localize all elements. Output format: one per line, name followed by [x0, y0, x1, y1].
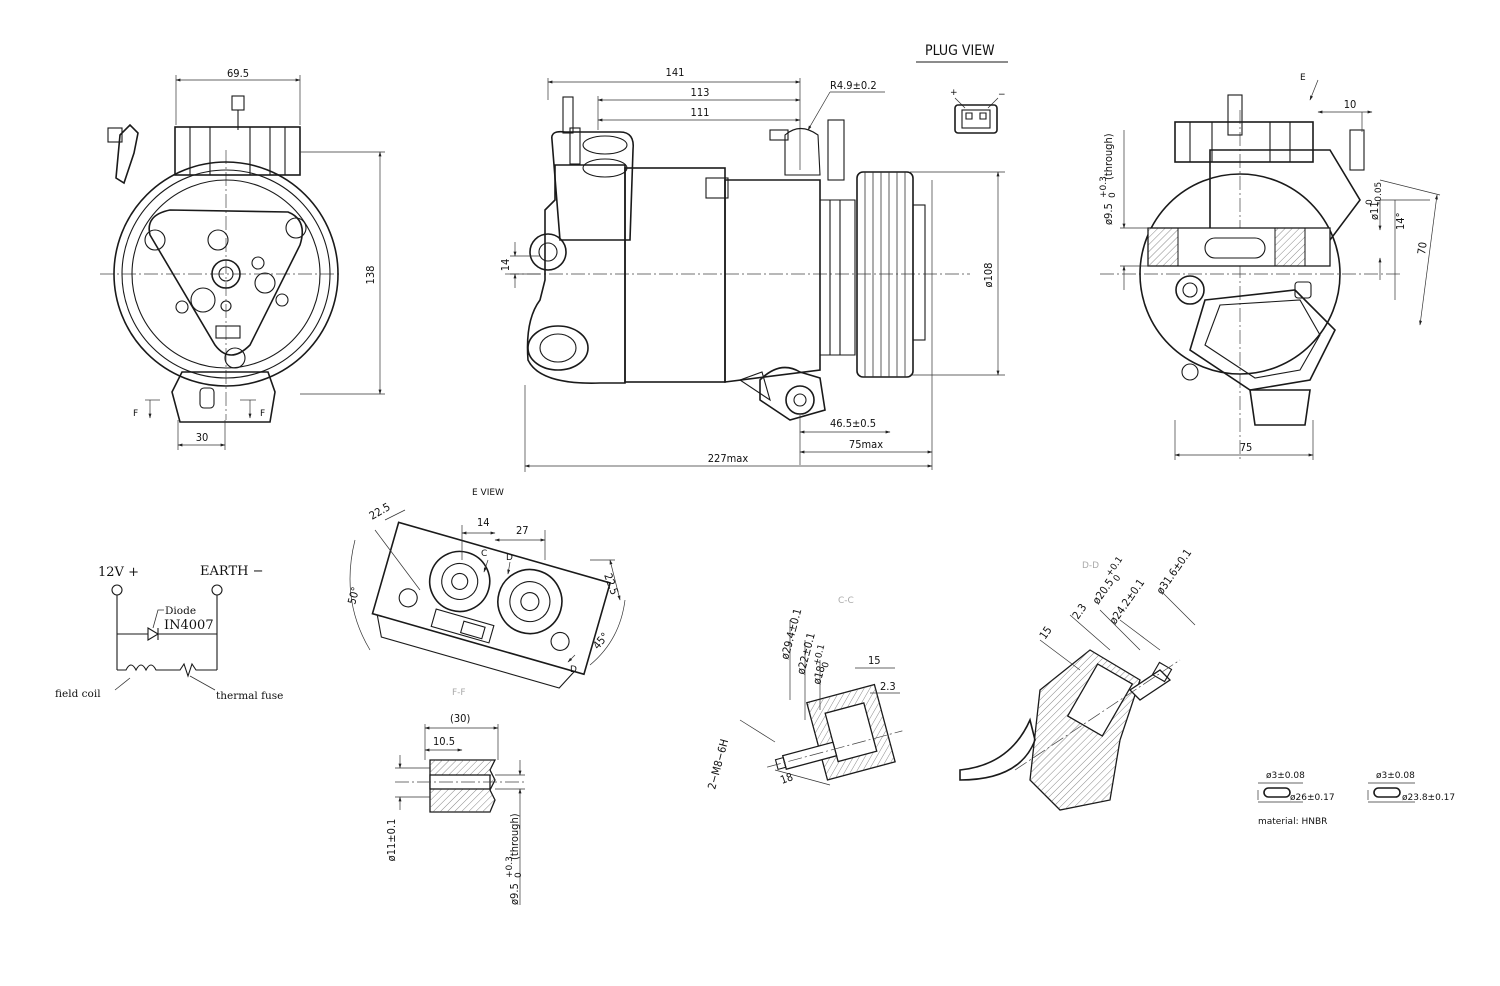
dim-10: 10 — [1344, 98, 1357, 111]
front-view: 69.5 138 F — [100, 67, 385, 450]
cc-18b: 18 — [779, 770, 795, 787]
mark-f-right: F — [260, 409, 265, 419]
dd-31-6: ø31.6±0.1 — [1154, 547, 1195, 597]
o-rings: ø3±0.08 ø26±0.17 ø3±0.08 ø23.8±0.17 mate… — [1257, 771, 1455, 827]
title-e-view: E VIEW — [472, 488, 504, 498]
ev-27: 27 — [516, 524, 529, 537]
dd-20-5-tol-lo: 0 — [1112, 573, 1124, 584]
ff-10-5: 10.5 — [433, 735, 455, 748]
dim-227max: 227max — [708, 452, 749, 465]
cc-18-tol-lo: 0 — [821, 661, 832, 669]
elec-in4007: IN4007 — [164, 618, 214, 633]
elec-thermal-fuse: thermal fuse — [216, 690, 283, 702]
dim-r4-9: R4.9±0.2 — [830, 79, 877, 92]
elec-earth: EARTH − — [200, 564, 263, 579]
oring-material: material: HNBR — [1258, 817, 1327, 827]
oring1-26: ø26±0.17 — [1290, 793, 1335, 803]
ev-d1: D — [506, 553, 513, 563]
rear-view: E 10 ø9.5 +0.3 0 (through) ø11 0 -0.05 1… — [1099, 73, 1441, 460]
dim-14deg: 14° — [1394, 212, 1407, 230]
ev-14: 14 — [477, 516, 490, 529]
dim-11-0-tol-up: 0 — [1365, 199, 1375, 205]
ev-45deg: 45° — [590, 630, 611, 652]
dim-138: 138 — [364, 266, 377, 285]
mark-f-left: F — [133, 409, 138, 419]
section-d-d: D-D 15 2.3 ø20.5 +0.1 0 ø24.2±0.1 ø31.6±… — [959, 547, 1196, 811]
dim-9-5-top-tol-up: +0.3 — [1099, 176, 1109, 198]
section-c-c: C-C ø29.4±0.1 ø22±0.1 ø18 +0.1 0 15 2.3 … — [705, 596, 903, 791]
dim-113: 113 — [691, 86, 710, 99]
cc-m8: 2−M8−6H — [705, 738, 731, 791]
ev-50deg: 50° — [345, 585, 362, 605]
dim-9-5-top-tol-lo: 0 — [1108, 192, 1118, 198]
dim-9-5-top: ø9.5 — [1102, 203, 1115, 225]
dim-75: 75 — [1240, 441, 1253, 454]
dd-15: 15 — [1037, 624, 1055, 642]
ev-d2: D — [570, 665, 577, 675]
title-f-f: F-F — [452, 688, 466, 698]
dd-2-3: 2.3 — [1070, 601, 1090, 621]
ff-9-5-suffix: (through) — [508, 813, 521, 860]
ff-9-5-tol-lo: 0 — [514, 872, 524, 878]
dim-46-5: 46.5±0.5 — [830, 417, 876, 430]
dim-30: 30 — [196, 431, 209, 444]
cc-2-3: 2.3 — [880, 680, 896, 693]
oring2-23-8: ø23.8±0.17 — [1402, 793, 1455, 803]
elec-diode: Diode — [165, 605, 196, 617]
oring1-3: ø3±0.08 — [1266, 771, 1305, 781]
dim-9-5-top-suffix: (through) — [1102, 133, 1115, 180]
mark-e: E — [1300, 73, 1306, 83]
dim-11-0: ø11 — [1368, 201, 1381, 220]
electrical-schematic: 12V + EARTH − Diode IN4007 field coil th… — [55, 564, 283, 702]
plug-plus: + — [950, 88, 958, 98]
dim-69-5: 69.5 — [227, 67, 249, 80]
title-c-c: C-C — [838, 596, 854, 606]
title-d-d: D-D — [1082, 561, 1099, 571]
cc-15: 15 — [868, 654, 881, 667]
dim-70: 70 — [1415, 241, 1430, 255]
section-f-f: F-F (30) 10.5 ø11±0.1 ø9.5 +0.3 0 (throu… — [385, 688, 525, 905]
dim-108: ø108 — [982, 263, 995, 288]
title-plug-view: PLUG VIEW — [925, 43, 995, 59]
ev-22-5b: 22.5 — [601, 572, 621, 597]
dim-111: 111 — [691, 106, 710, 119]
side-view: 141 113 111 R4.9±0.2 — [499, 66, 1005, 472]
dim-11-0-tol-lo: -0.05 — [1374, 182, 1384, 205]
ev-22-5a: 22.5 — [367, 500, 393, 522]
ff-11: ø11±0.1 — [385, 819, 398, 862]
dim-141: 141 — [666, 66, 685, 79]
elec-12v: 12V + — [98, 565, 139, 580]
cc-18: ø18 — [810, 664, 827, 685]
ff-9-5: ø9.5 — [508, 883, 521, 905]
dim-14: 14 — [499, 259, 512, 272]
ev-c: C — [481, 549, 487, 559]
oring2-3: ø3±0.08 — [1376, 771, 1415, 781]
ff-9-5-tol-up: +0.3 — [505, 856, 515, 878]
plug-view: PLUG VIEW + − — [916, 43, 1008, 134]
ff-30: (30) — [450, 712, 470, 725]
e-view: E VIEW 22.5 14 27 C D 50° — [345, 488, 626, 689]
elec-field-coil: field coil — [55, 688, 101, 700]
plug-minus: − — [998, 90, 1006, 100]
dim-75max: 75max — [849, 438, 883, 451]
dd-20-5: ø20.5 — [1090, 576, 1117, 606]
